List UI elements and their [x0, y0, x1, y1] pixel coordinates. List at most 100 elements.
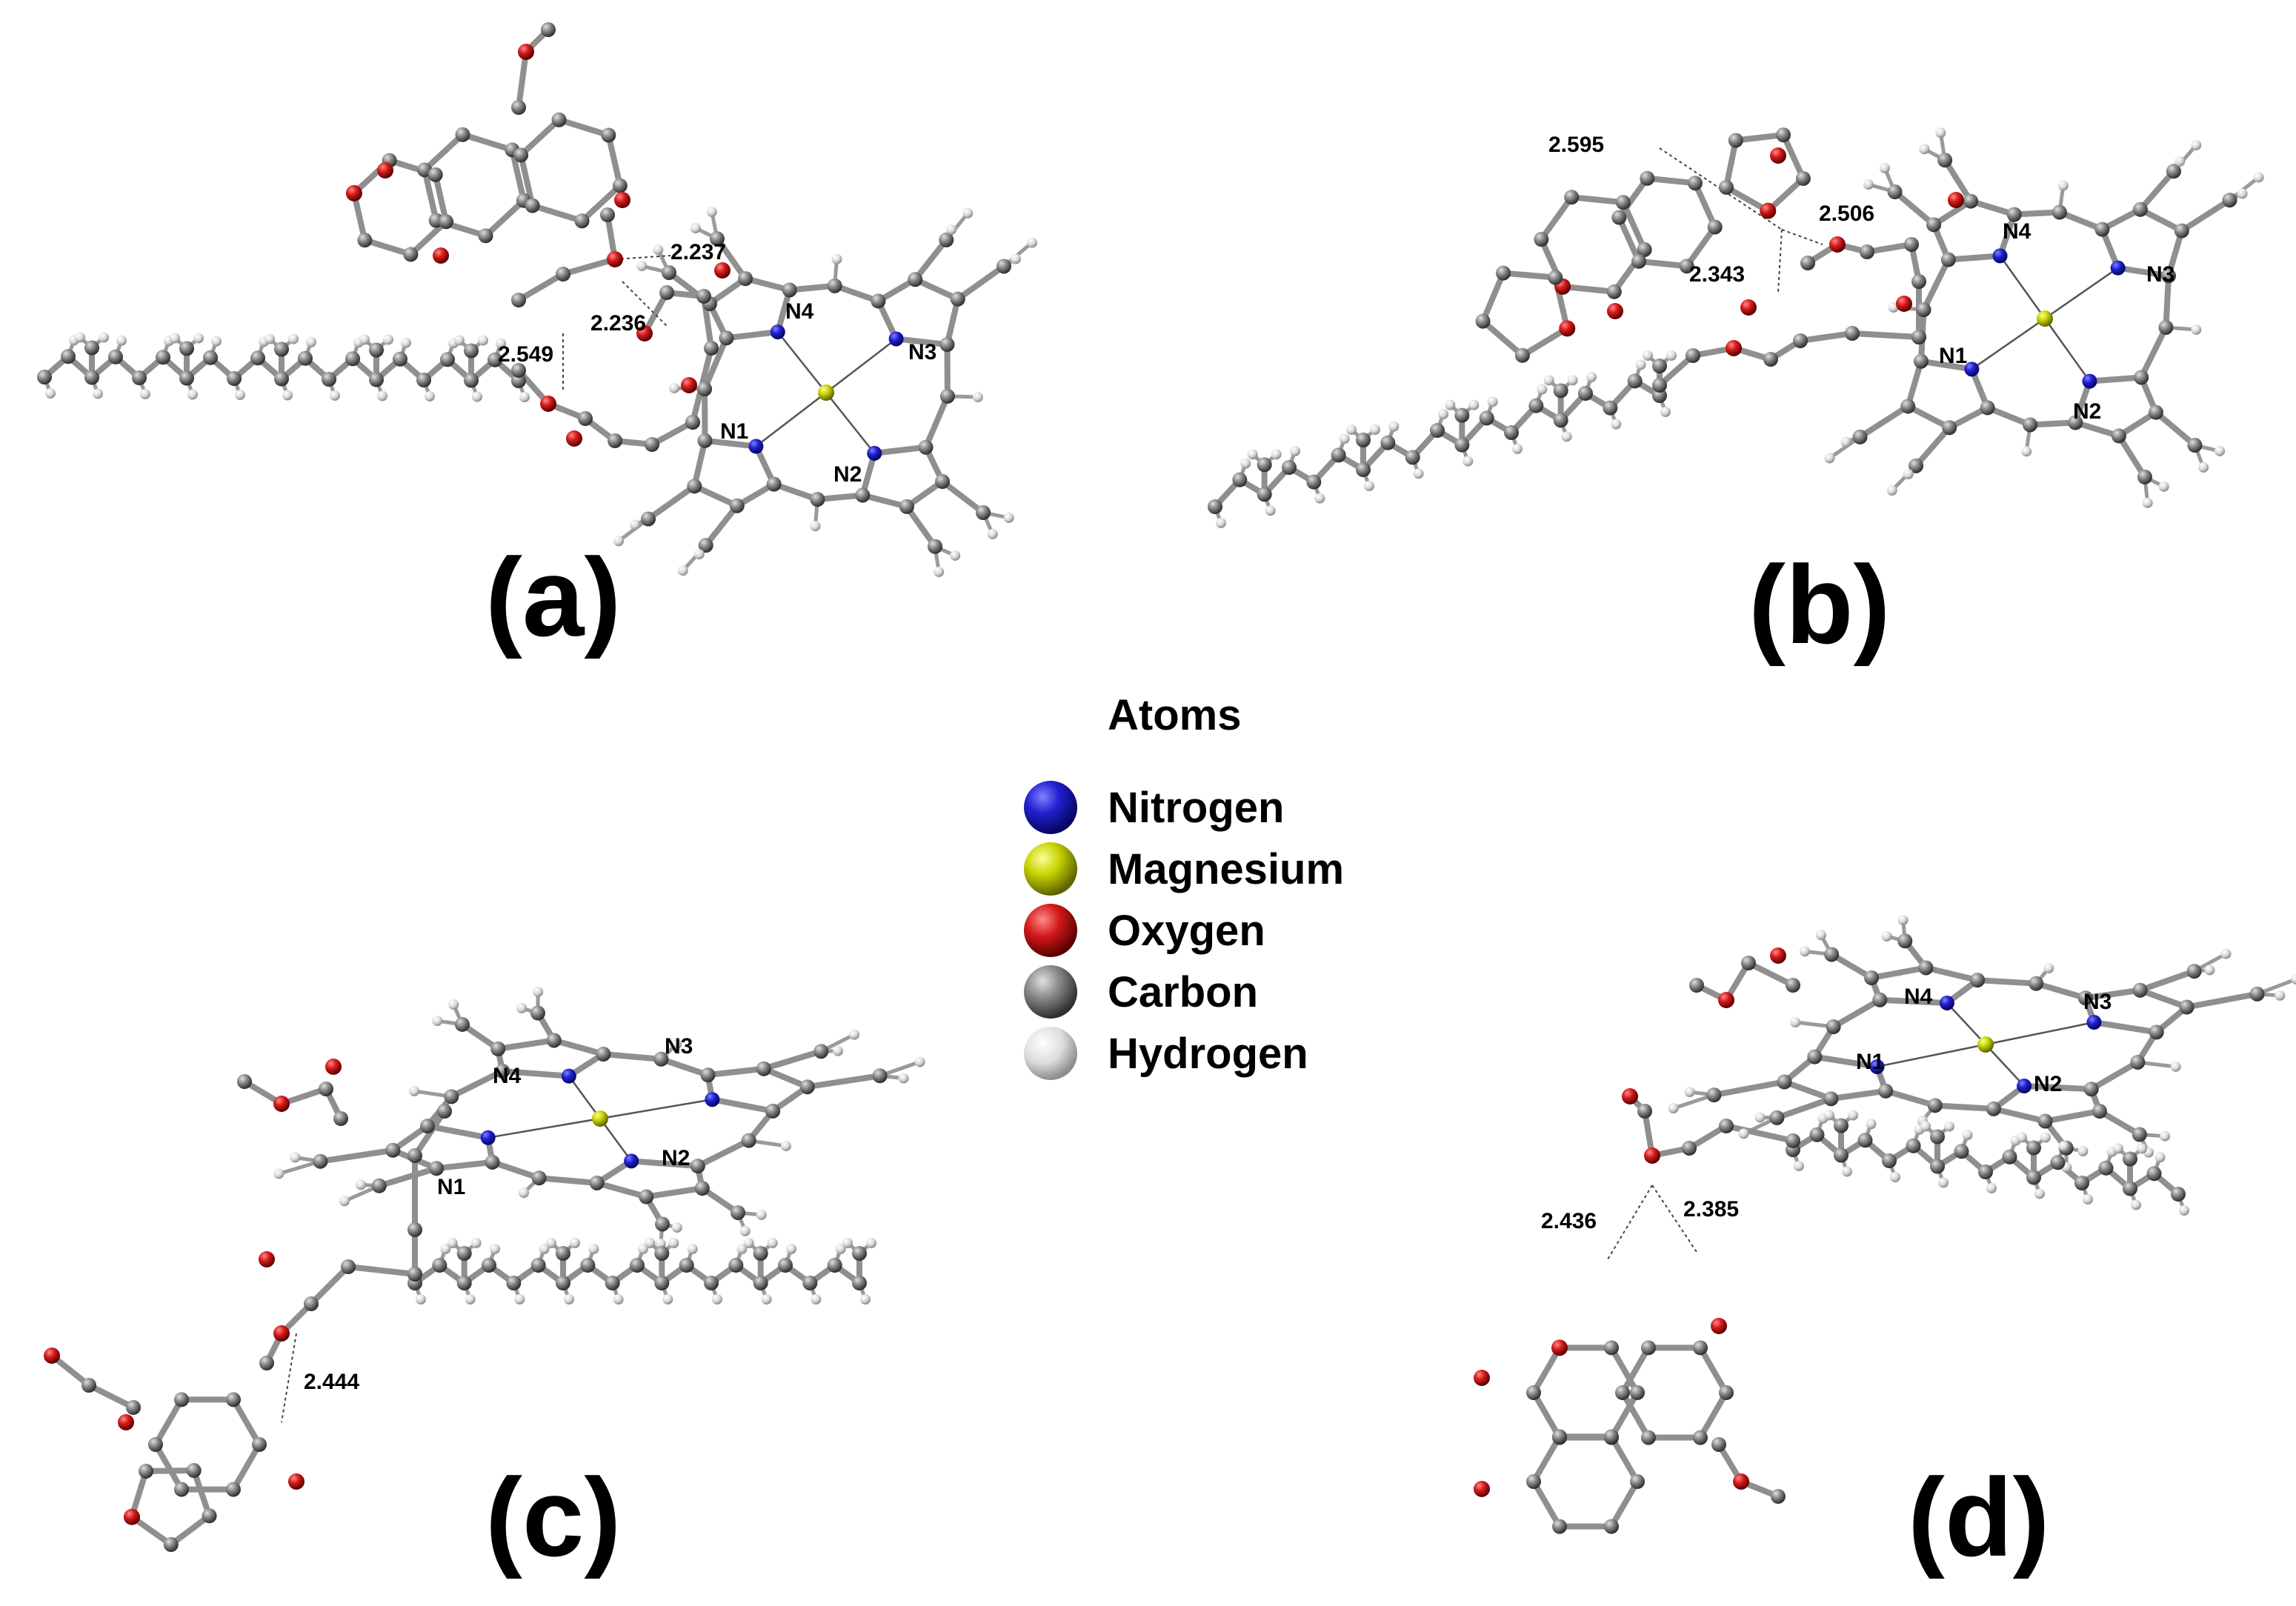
carbon-atom [525, 198, 540, 213]
carbon-atom [1909, 458, 1924, 473]
carbon-atom [1553, 383, 1568, 399]
hydrogen-atom [756, 1209, 767, 1220]
hydrogen-atom [1815, 930, 1826, 941]
bond [1828, 1087, 1889, 1102]
carbon-atom [1208, 499, 1222, 514]
carbon-atom [1911, 330, 1926, 344]
panel-c-distance-1: 2.444 [304, 1370, 359, 1394]
carbon-atom [530, 1005, 545, 1021]
bond [489, 1159, 542, 1182]
hydrogen-atom [339, 1196, 350, 1207]
bond [495, 1037, 557, 1052]
carbon-atom [1528, 398, 1544, 413]
carbon-atom [531, 1170, 547, 1186]
carbon-atom [855, 487, 871, 503]
carbon-atom [871, 293, 886, 309]
hydrogen-atom [519, 392, 530, 402]
bond [1883, 1087, 1938, 1109]
carbon-atom [1930, 1159, 1945, 1174]
bond [556, 116, 612, 139]
hydrogen-atom [440, 1244, 451, 1254]
panel-d-distance-2: 2.385 [1683, 1197, 1739, 1222]
hydrogen-atom [835, 1244, 846, 1254]
hydrogen-atom [1537, 384, 1548, 395]
carbon-atom [2050, 1155, 2066, 1170]
bond [1849, 330, 1922, 340]
oxygen-atom [1607, 303, 1623, 319]
hydrogen-atom [934, 566, 945, 577]
bond [1560, 283, 1617, 295]
hydrogen-atom [45, 388, 56, 399]
carbon-atom [1834, 1118, 1849, 1133]
hydrogen-atom [842, 1238, 853, 1248]
panel-d-n2-label: N2 [2034, 1072, 2062, 1096]
carbon-atom [1763, 352, 1778, 367]
bond [362, 237, 414, 258]
carbon-atom [852, 1276, 867, 1290]
carbon-atom [1611, 210, 1627, 225]
panel-b-n3-label: N3 [2146, 262, 2174, 287]
carbon-atom [490, 1041, 506, 1056]
carbon-atom [81, 1378, 96, 1393]
mg-n-bond [599, 1098, 713, 1120]
oxygen-atom [1718, 992, 1734, 1008]
hydrogen-atom [849, 1029, 860, 1040]
bond [2086, 374, 2145, 384]
legend-label-magnesium: Magnesium [1108, 845, 1344, 893]
carbon-atom [1687, 176, 1703, 191]
hydrogen-atom [377, 390, 387, 402]
carbon-atom [589, 1175, 605, 1190]
carbon-atom [1741, 956, 1756, 970]
hydrogen-atom [99, 332, 109, 343]
bond [2011, 209, 2063, 218]
magnesium-sphere-icon [1024, 842, 1077, 896]
carbon-atom [139, 1463, 154, 1479]
panel-c-molecule [44, 986, 925, 1552]
oxygen-atom [377, 162, 393, 179]
carbon-atom [1552, 1519, 1567, 1534]
mg-n-bond [2044, 267, 2119, 320]
bond [1644, 175, 1698, 187]
carbon-atom [1627, 373, 1643, 389]
hydrogen-atom [1684, 1087, 1695, 1098]
bond [1608, 1345, 1640, 1396]
bond [167, 1513, 213, 1547]
panel-a-n4-label: N4 [785, 299, 814, 324]
bond [1531, 1345, 1563, 1396]
hydrogen-atom [950, 550, 961, 561]
hydrogen-atom [946, 224, 957, 235]
carbon-atom [872, 1068, 888, 1084]
carbon-atom [482, 1258, 496, 1273]
carbon-atom [2026, 1140, 2041, 1156]
carbon-atom [2166, 164, 2181, 179]
oxygen-atom [518, 44, 534, 60]
magnesium-atom [1977, 1036, 1994, 1053]
bond [2137, 206, 2185, 234]
hydrogen-atom [2083, 1194, 2093, 1204]
carbon-atom [274, 341, 289, 357]
hydrogen-atom [613, 536, 625, 547]
carbon-atom [1693, 1340, 1708, 1356]
oxygen-atom [259, 1251, 275, 1267]
bond [1608, 1433, 1640, 1485]
carbon-atom [1652, 359, 1667, 373]
hydrogen-atom [1512, 444, 1523, 454]
hydrogen-atom [1643, 350, 1653, 361]
mg-n-bond [599, 1118, 633, 1162]
carbon-atom [928, 539, 943, 554]
carbon-atom [1405, 450, 1420, 465]
hydrogen-atom [170, 333, 180, 344]
hydrogen-atom [1543, 375, 1554, 386]
bond [912, 236, 950, 283]
carbon-atom [719, 330, 734, 346]
oxygen-atom [325, 1059, 342, 1075]
carbon-atom [1682, 1141, 1697, 1156]
bond [2178, 197, 2233, 234]
bond [786, 282, 838, 293]
carbon-atom [950, 291, 965, 307]
bond [593, 1179, 650, 1200]
hydrogen-atom [2174, 156, 2186, 167]
carbon-atom [766, 476, 782, 492]
carbon-atom [407, 1267, 422, 1282]
bond [1531, 1479, 1563, 1530]
